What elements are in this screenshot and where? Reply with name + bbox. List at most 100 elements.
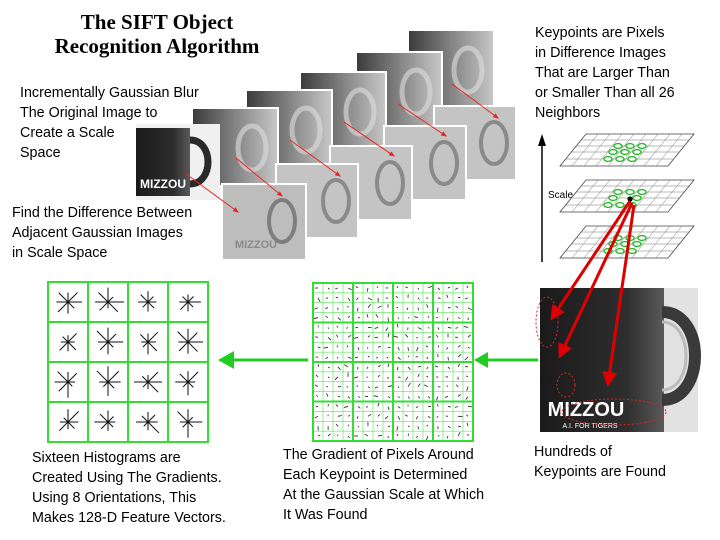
gradient-vector bbox=[414, 316, 419, 318]
gradient-vector bbox=[437, 297, 441, 300]
scale-axis bbox=[538, 134, 546, 262]
gradient-vector bbox=[427, 336, 432, 338]
gradient-vector bbox=[337, 366, 341, 370]
gradient-vector bbox=[396, 286, 399, 289]
gradient-vector bbox=[405, 286, 409, 289]
gradient-vector bbox=[376, 424, 379, 427]
gradient-vector bbox=[336, 356, 339, 359]
gradient-vector bbox=[386, 356, 389, 359]
gradient-vector bbox=[466, 422, 469, 427]
gradient-vector bbox=[465, 297, 469, 300]
gradient-vector bbox=[457, 353, 462, 358]
gradient-vector bbox=[314, 384, 319, 388]
gradient-vector bbox=[427, 415, 431, 419]
gradient-vector bbox=[373, 395, 379, 397]
gradient-vector bbox=[446, 294, 449, 298]
gradient-vector bbox=[415, 416, 419, 420]
gradient-vector bbox=[374, 386, 379, 389]
gradient-vector bbox=[347, 297, 351, 302]
gradient-vector bbox=[357, 425, 360, 428]
center-keypoint bbox=[627, 196, 633, 202]
gradient-vector bbox=[325, 315, 329, 318]
gradient-vector bbox=[366, 313, 369, 318]
gradient-vector bbox=[366, 287, 369, 292]
gradient-vector bbox=[335, 287, 339, 290]
gradient-vector bbox=[426, 366, 429, 370]
orientation-histogram bbox=[54, 371, 78, 398]
gradient-vector bbox=[356, 385, 359, 387]
gradient-vector bbox=[465, 375, 469, 378]
gradient-vector bbox=[347, 335, 352, 338]
gaussian-scale-stack bbox=[191, 29, 495, 187]
gradient-vector bbox=[355, 286, 359, 289]
title-line-2: Recognition Algorithm bbox=[54, 34, 260, 58]
gradient-vector bbox=[455, 287, 459, 290]
gradient-vector bbox=[317, 297, 321, 302]
gradient-vector bbox=[417, 365, 422, 368]
gradient-vector bbox=[326, 393, 329, 397]
gradient-vector bbox=[325, 356, 329, 360]
orientation-histogram bbox=[134, 371, 163, 393]
gradient-vector bbox=[347, 287, 352, 291]
gradient-vector bbox=[375, 356, 379, 359]
gradient-vector bbox=[377, 414, 381, 417]
gradient-vector bbox=[416, 336, 419, 339]
gradient-vector bbox=[407, 366, 411, 370]
gradient-vector bbox=[337, 415, 342, 417]
gradient-vector bbox=[365, 406, 369, 408]
gradient-vector bbox=[467, 334, 471, 338]
keypoints-mug-photo: MIZZOU A.I. FOR TIGERS bbox=[535, 288, 701, 432]
gradient-vector bbox=[377, 364, 382, 368]
gradient-vector bbox=[427, 396, 431, 399]
gradient-vector bbox=[407, 317, 410, 319]
gradient-vector bbox=[444, 396, 449, 398]
gradient-vector bbox=[415, 406, 419, 409]
gradient-vector bbox=[327, 287, 330, 290]
gradient-vector bbox=[457, 363, 461, 368]
gradient-vector bbox=[426, 435, 429, 441]
gradient-vector bbox=[415, 356, 419, 358]
gradient-vector bbox=[387, 346, 391, 349]
gradient-vector bbox=[463, 326, 469, 328]
gradient-vector bbox=[347, 396, 351, 399]
gradient-vector bbox=[334, 376, 339, 381]
orientation-histogram bbox=[177, 409, 203, 438]
gradient-vector bbox=[447, 366, 451, 370]
original-mug-image: MIZZOU bbox=[136, 124, 220, 200]
gradient-vector bbox=[406, 307, 409, 311]
gradient-vector bbox=[437, 287, 441, 291]
gradient-vector bbox=[427, 327, 430, 329]
orientation-histogram bbox=[175, 371, 199, 396]
gradient-vector bbox=[397, 376, 401, 378]
gradient-vector bbox=[455, 327, 459, 329]
gradient-vector bbox=[395, 295, 399, 299]
gradient-vector bbox=[336, 334, 339, 338]
gradient-vector bbox=[416, 347, 419, 352]
gradient-vector bbox=[455, 384, 459, 387]
gradient-vector bbox=[347, 315, 351, 318]
orientation-histogram bbox=[139, 331, 159, 355]
gradient-vector bbox=[397, 386, 400, 389]
gradient-vector bbox=[466, 414, 469, 417]
orientation-histogram bbox=[96, 366, 121, 396]
orientation-histogram bbox=[56, 292, 83, 314]
gradient-vector bbox=[396, 433, 399, 437]
gradient-vector bbox=[397, 416, 401, 420]
gradient-vector bbox=[426, 297, 429, 299]
gradient-vector bbox=[417, 297, 420, 300]
orientation-histogram bbox=[59, 333, 77, 352]
gradient-vector bbox=[346, 345, 349, 348]
gradient-vector bbox=[367, 347, 369, 349]
gradient-vector bbox=[367, 386, 371, 389]
gradient-vector bbox=[437, 327, 440, 330]
gradient-vector bbox=[327, 327, 330, 329]
gradient-vector bbox=[465, 396, 469, 400]
gradient-vector bbox=[367, 335, 371, 338]
gradient-vector bbox=[436, 334, 439, 338]
gradient-vector bbox=[446, 385, 449, 387]
scale-label: Scale bbox=[548, 190, 573, 201]
gradient-vector bbox=[325, 297, 329, 299]
gradient-vector bbox=[437, 345, 440, 348]
gradient-vector bbox=[426, 424, 429, 427]
